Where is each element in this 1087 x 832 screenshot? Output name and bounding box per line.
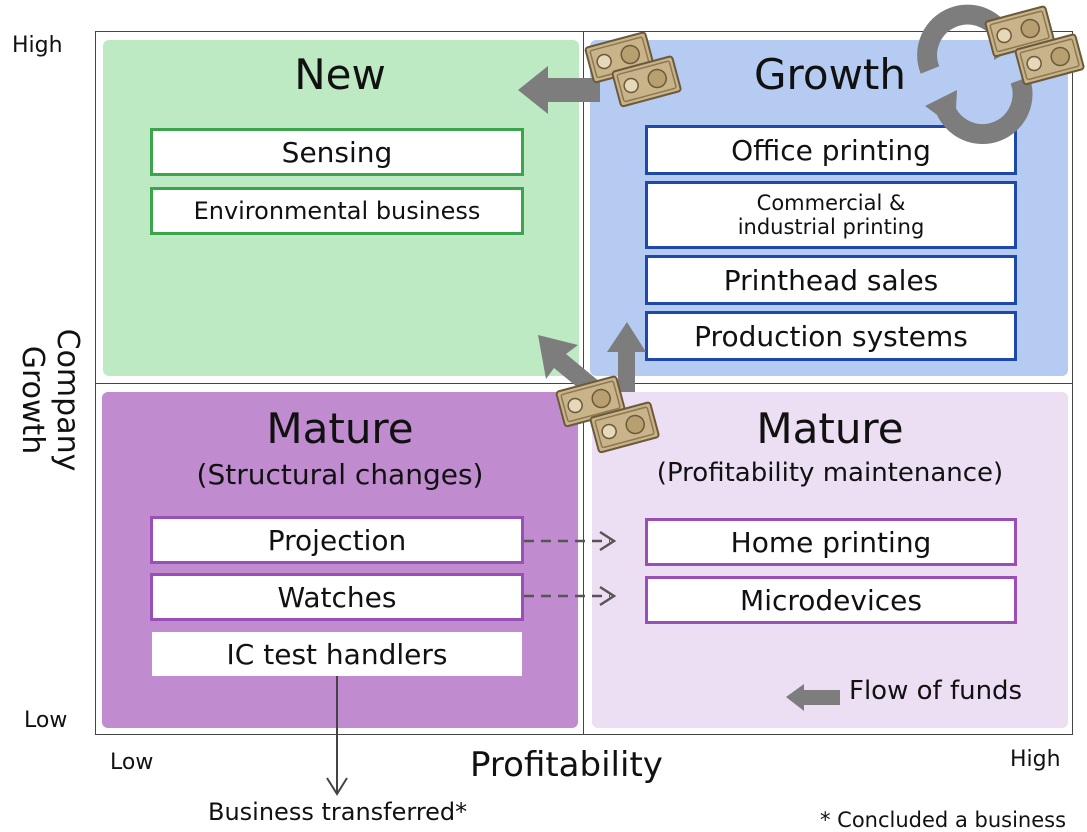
quadrant-subtitle-structural: (Structural changes): [196, 458, 484, 491]
business-box-ic-test-handlers: IC test handlers: [150, 630, 524, 678]
business-box-printhead-sales: Printhead sales: [645, 255, 1017, 305]
y-axis-high-label: High: [12, 33, 63, 58]
quadrant-title-mature-profitability: Mature: [756, 404, 904, 453]
business-box-commercial-printing: Commercial & industrial printing: [645, 181, 1017, 249]
commercial-line-1: Commercial &: [756, 190, 906, 215]
business-box-projection: Projection: [150, 516, 524, 564]
commercial-line-2: industrial printing: [737, 215, 925, 239]
x-axis-high-label: High: [1010, 747, 1061, 772]
horizontal-divider: [95, 383, 1073, 384]
y-axis-title: Company Growth: [15, 328, 85, 472]
quadrant-subtitle-profitability: (Profitability maintenance): [656, 458, 1004, 488]
business-box-home-printing: Home printing: [645, 518, 1017, 566]
quadrant-title-growth: Growth: [753, 50, 907, 99]
x-axis-low-label: Low: [110, 750, 154, 775]
business-box-office-printing: Office printing: [645, 125, 1017, 175]
business-box-watches: Watches: [150, 573, 524, 621]
x-axis-title: Profitability: [470, 745, 663, 785]
business-box-microdevices: Microdevices: [645, 576, 1017, 624]
quadrant-title-mature-structural: Mature: [266, 404, 414, 453]
business-box-sensing: Sensing: [150, 128, 524, 176]
footnote: * Concluded a business: [820, 808, 1067, 832]
business-transferred-note: Business transferred*: [208, 798, 468, 826]
y-axis-low-label: Low: [24, 708, 68, 733]
legend-flow-of-funds: Flow of funds: [849, 676, 1023, 706]
quadrant-title-new: New: [294, 50, 386, 99]
business-box-production-systems: Production systems: [645, 311, 1017, 361]
business-box-environmental: Environmental business: [150, 187, 524, 235]
